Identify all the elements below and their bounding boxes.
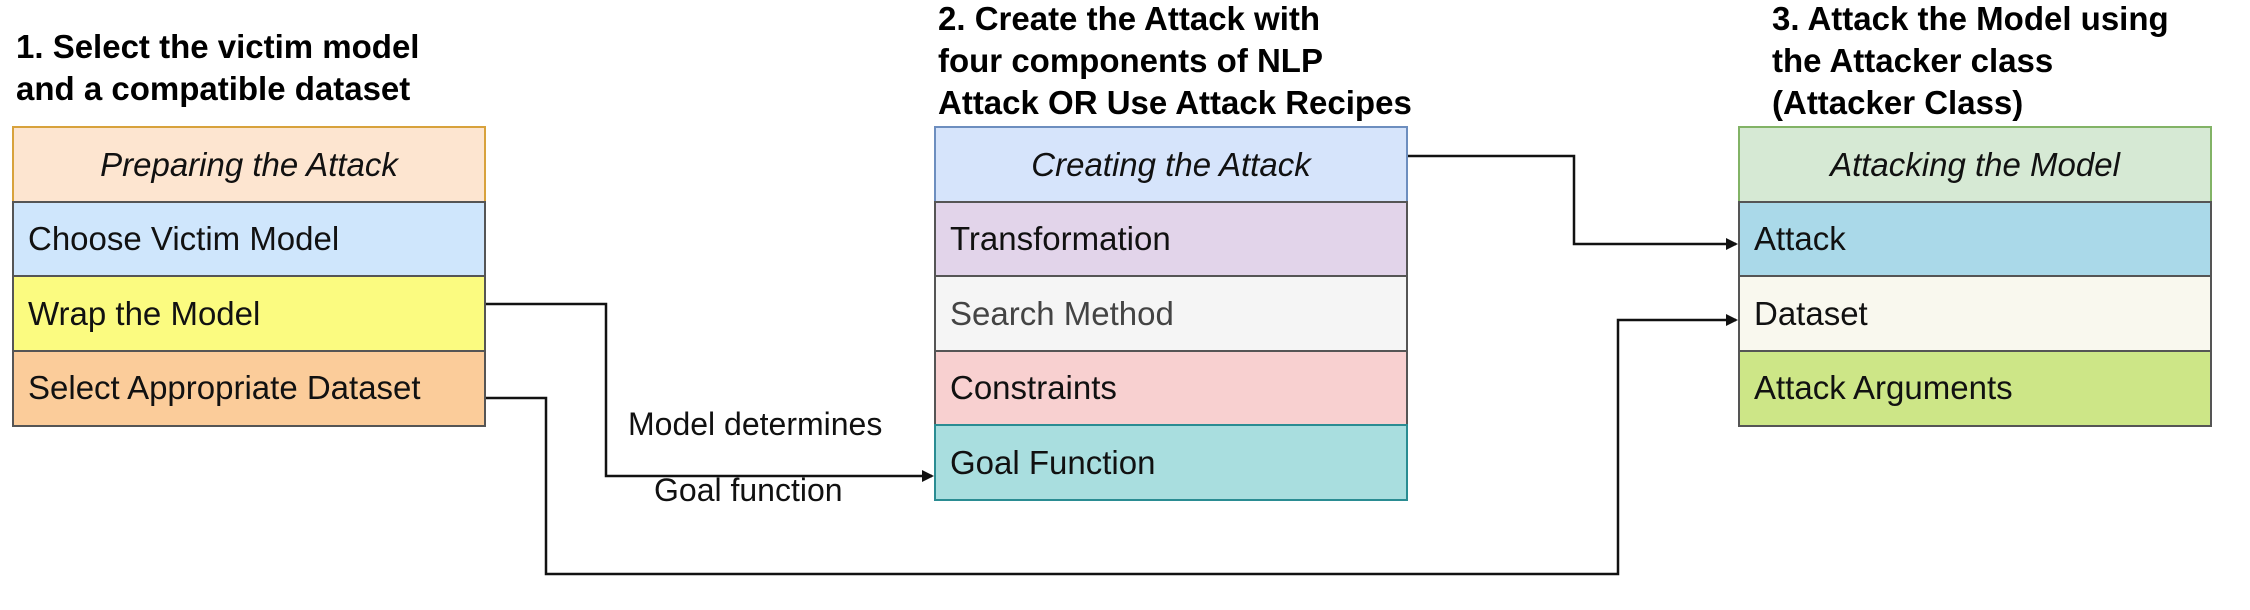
wrap-model-box: Wrap the Model [12, 275, 486, 352]
select-dataset-box: Select Appropriate Dataset [12, 349, 486, 427]
step3-heading-line: the Attacker class [1772, 42, 2054, 79]
choose-victim-model-box: Choose Victim Model [12, 200, 486, 278]
step1-heading-line: 1. Select the victim model [16, 28, 420, 65]
step2-heading-line: four components of NLP [938, 42, 1323, 79]
attack-to-attack-arrow [1408, 154, 1738, 250]
attack-arguments-box: Attack Arguments [1738, 349, 2212, 427]
dataset-to-dataset-arrow [486, 314, 1738, 576]
step1-heading-line: and a compatible dataset [16, 70, 411, 107]
preparing-attack-block: Preparing the Attack Choose Victim Model… [12, 126, 486, 427]
transformation-box: Transformation [934, 200, 1408, 278]
goal-function-box: Goal Function [934, 424, 1408, 501]
step3-heading: 3. Attack the Model using the Attacker c… [1772, 0, 2169, 124]
creating-attack-block: Creating the Attack Transformation Searc… [934, 126, 1408, 501]
step2-heading: 2. Create the Attack with four component… [938, 0, 1412, 124]
step1-heading: 1. Select the victim model and a compati… [16, 26, 419, 110]
step3-heading-line: (Attacker Class) [1772, 84, 2024, 121]
step2-heading-line: Attack OR Use Attack Recipes [938, 84, 1412, 121]
attacking-model-block: Attacking the Model Attack Dataset Attac… [1738, 126, 2212, 427]
creating-attack-title: Creating the Attack [934, 126, 1408, 203]
attacking-model-title: Attacking the Model [1738, 126, 2212, 203]
attack-box: Attack [1738, 200, 2212, 278]
preparing-attack-title: Preparing the Attack [12, 126, 486, 203]
model-determines-label: Model determines [628, 406, 883, 442]
step2-heading-line: 2. Create the Attack with [938, 0, 1321, 37]
step3-heading-line: 3. Attack the Model using [1772, 0, 2169, 37]
search-method-box: Search Method [934, 275, 1408, 352]
wrap-to-goal-arrow [486, 302, 934, 482]
goal-function-label: Goal function [654, 472, 843, 508]
